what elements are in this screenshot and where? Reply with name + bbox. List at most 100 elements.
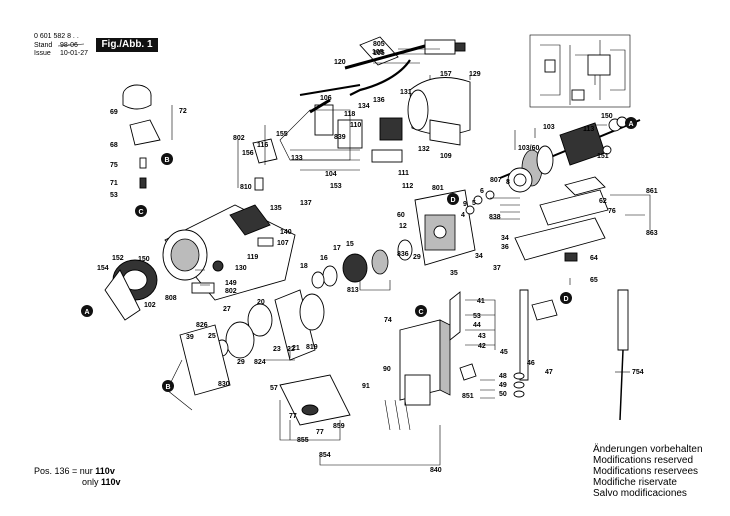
part-label: 27 <box>223 306 231 313</box>
callout-marker <box>560 292 572 304</box>
part-label: 807 <box>490 177 502 184</box>
part-label: 20 <box>257 299 265 306</box>
adjustment-knob <box>122 84 173 189</box>
part-label: 23 <box>273 346 281 353</box>
part-label: 25 <box>208 333 216 340</box>
base-plate-parts <box>514 176 609 285</box>
part-label: 102 <box>144 302 156 309</box>
part-label: 17 <box>333 245 341 252</box>
part-label: 90 <box>383 366 391 373</box>
part-label: 140 <box>280 229 292 236</box>
part-label: 22 <box>287 346 295 353</box>
power-cord <box>344 36 466 96</box>
part-label: 135 <box>270 205 282 212</box>
callout-marker <box>415 305 427 317</box>
part-label: 153 <box>330 183 342 190</box>
callout-label: C <box>418 309 423 316</box>
part-label: 154 <box>97 265 109 272</box>
part-label: 43 <box>478 333 486 340</box>
notice-line: Änderungen vorbehalten <box>593 444 703 455</box>
notice-line: Modifications reserved <box>593 455 694 466</box>
part-label: 47 <box>545 369 553 376</box>
part-label: 53 <box>110 192 118 199</box>
stand-value: 98-06 <box>60 42 78 49</box>
issue-value: 10-01-27 <box>60 50 89 57</box>
pos-136-note-line-2: only 110v <box>82 477 121 488</box>
stand-label: Stand <box>34 42 53 49</box>
callout-marker <box>135 205 147 217</box>
part-label: 754 <box>632 369 644 376</box>
part-label: 119 <box>247 254 258 261</box>
gear-set <box>311 239 413 289</box>
part-label: 150 <box>138 256 150 263</box>
bearing-bracket <box>166 324 231 411</box>
part-label: 57 <box>270 385 278 392</box>
part-label: 68 <box>110 142 118 149</box>
part-label: 76 <box>608 208 616 215</box>
part-label: 105 <box>372 49 384 56</box>
part-label: 21 <box>292 345 300 352</box>
part-label: 46 <box>527 360 535 367</box>
part-label: 8 <box>506 179 510 186</box>
part-label: 6 <box>480 188 484 195</box>
part-label: 107 <box>277 240 289 247</box>
part-label: 34 <box>501 235 509 242</box>
field-coil <box>104 259 158 321</box>
part-labels: 805 105 120 157 129 106 131 136 134 118 … <box>97 41 658 474</box>
part-label: 15 <box>346 241 354 248</box>
part-label: 152 <box>112 255 124 262</box>
part-label: 35 <box>450 270 458 277</box>
callout-marker <box>81 305 93 317</box>
part-label: 824 <box>254 359 266 366</box>
part-label: 29 <box>413 254 421 261</box>
plunger-assembly <box>384 289 558 431</box>
part-label: 18 <box>300 263 308 270</box>
part-label: 859 <box>333 423 345 430</box>
callout-label: C <box>138 209 143 216</box>
part-label: 838 <box>489 214 501 221</box>
part-label: 116 <box>257 142 268 149</box>
part-label: 151 <box>597 153 609 160</box>
part-label: 112 <box>402 183 413 190</box>
part-label: 118 <box>344 111 355 118</box>
part-label: 130 <box>235 265 247 272</box>
part-label: 29 <box>237 359 245 366</box>
part-label: 819 <box>306 344 318 351</box>
part-label: 65 <box>590 277 598 284</box>
part-label: 104 <box>325 171 337 178</box>
part-label: 37 <box>493 265 501 272</box>
note-prefix-2: only <box>82 477 102 487</box>
callout-label: A <box>84 309 89 316</box>
part-label: 34 <box>475 253 483 260</box>
part-label: 839 <box>334 134 346 141</box>
callout-label: A <box>628 121 633 128</box>
part-label: 103/60 <box>518 145 540 152</box>
callout-markers: A B C D A D C B <box>81 117 637 392</box>
callout-label: B <box>164 157 169 164</box>
part-label: 74 <box>384 317 392 324</box>
part-label: 808 <box>165 295 177 302</box>
part-label: 12 <box>399 223 407 230</box>
note-prefix-1: Pos. 136 = nur <box>34 466 96 476</box>
part-label: 110 <box>350 122 361 129</box>
part-label: 77 <box>316 429 324 436</box>
part-label: 62 <box>599 198 607 205</box>
support-rollers <box>459 363 525 398</box>
part-label: 60 <box>397 212 405 219</box>
part-label: 53 <box>473 313 481 320</box>
part-label: 826 <box>196 322 208 329</box>
part-label: 36 <box>501 244 509 251</box>
part-label: 854 <box>319 452 331 459</box>
part-label: 861 <box>646 188 658 195</box>
notice-line: Salvo modificaciones <box>593 488 687 499</box>
part-label: 103 <box>543 124 555 131</box>
leader-lines <box>195 48 651 466</box>
part-label: 150 <box>601 113 613 120</box>
pos-136-note-line-1: Pos. 136 = nur 110v <box>34 466 115 477</box>
callout-label: D <box>563 296 568 303</box>
part-label: 111 <box>398 170 409 177</box>
part-label: 44 <box>473 322 481 329</box>
part-label: 855 <box>297 437 309 444</box>
notice-line: Modifiche riservate <box>593 477 677 488</box>
